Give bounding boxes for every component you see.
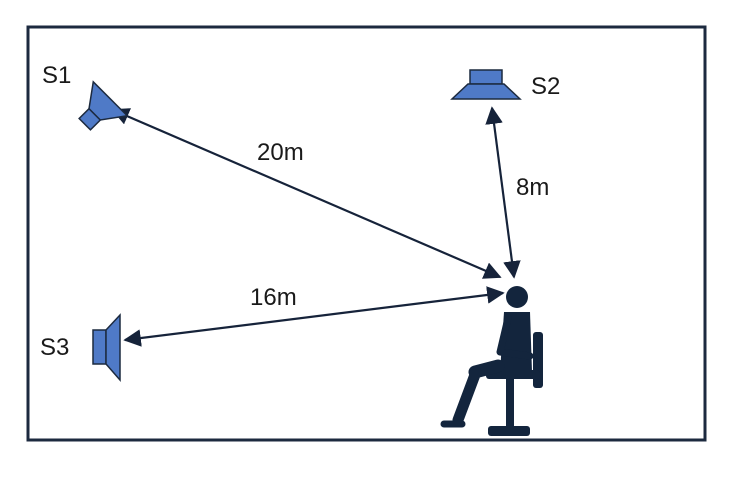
- arrow-s2-listener: [485, 106, 521, 279]
- room-border: [26, 25, 707, 442]
- speaker-icon: [78, 80, 129, 131]
- arrow-s3-listener: [123, 286, 505, 347]
- label-s3: S3: [40, 334, 70, 361]
- arrow-s1-listener: [111, 108, 502, 279]
- label-s1: S1: [42, 62, 72, 89]
- label-s2: S2: [531, 73, 561, 100]
- distance-label-s3: 16m: [250, 284, 297, 311]
- seated-person-icon: [440, 286, 543, 436]
- distance-label-s2: 8m: [516, 174, 550, 201]
- speaker-icon: [450, 69, 522, 100]
- distance-label-s1: 20m: [257, 139, 304, 166]
- speaker-icon: [92, 313, 121, 382]
